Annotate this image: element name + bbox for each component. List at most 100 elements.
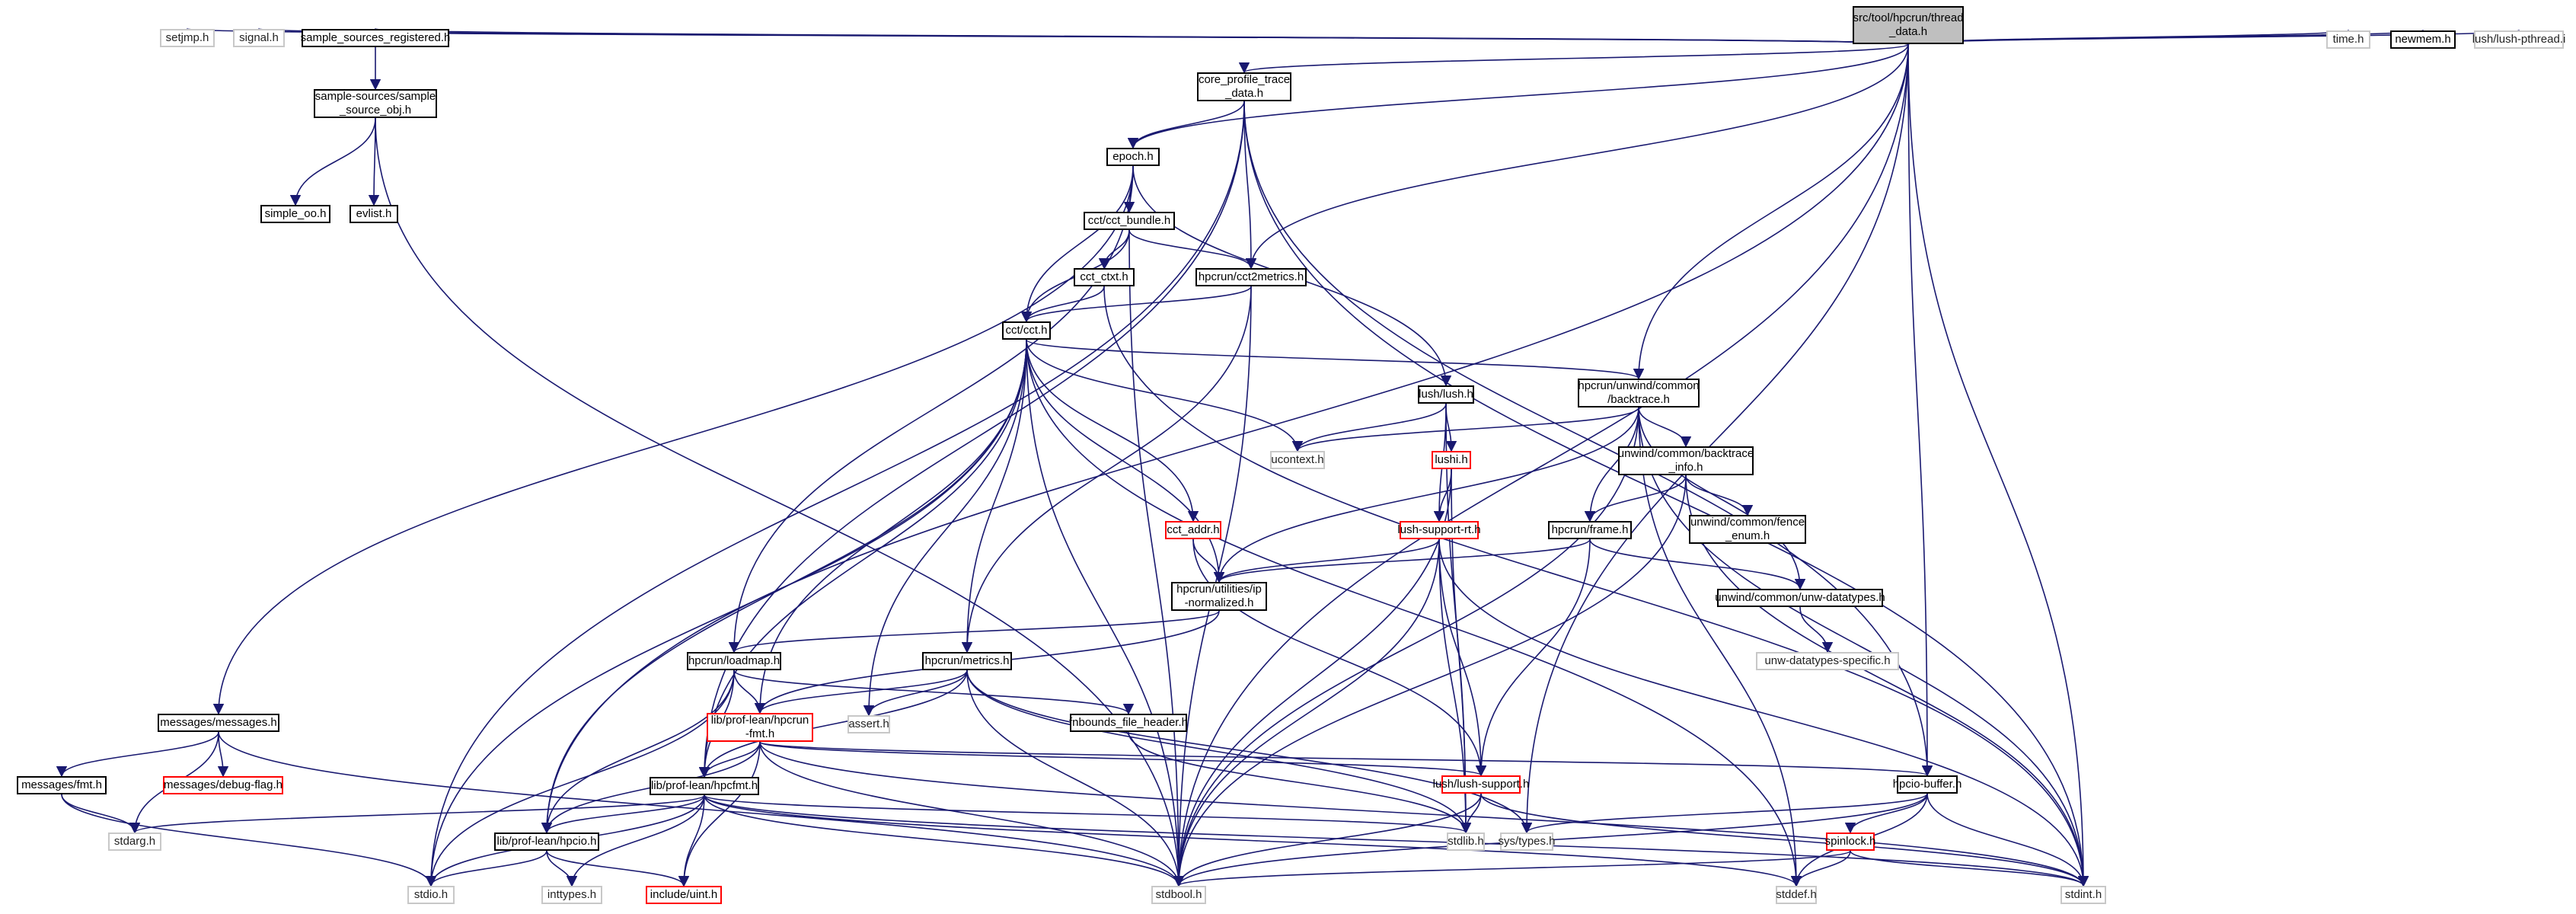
node-setjmp[interactable]: setjmp.h	[160, 29, 215, 47]
node-cct2m[interactable]: hpcrun/cct2metrics.h	[1195, 268, 1307, 286]
node-metrics[interactable]: hpcrun/metrics.h	[922, 652, 1012, 670]
node-hpciobuf[interactable]: hpcio-buffer.h	[1893, 775, 1962, 794]
node-systypes[interactable]: sys/types.h	[1498, 833, 1556, 851]
node-evlist[interactable]: evlist.h	[350, 205, 398, 223]
edge-hpcfmt-to-uint	[678, 794, 705, 887]
node-cct[interactable]: cct/cct.h	[1002, 321, 1051, 340]
node-lushpthread[interactable]: lush/lush-pthread.i	[2472, 30, 2565, 49]
node-spinlock[interactable]: spinlock.h	[1825, 833, 1875, 851]
edge-lushrt-to-stdint	[1438, 538, 2089, 887]
edge-cct-to-stdbool	[1026, 339, 1185, 887]
node-root[interactable]: src/tool/hpcrun/thread _data.h	[1853, 6, 1964, 44]
node-assert[interactable]: assert.h	[847, 715, 890, 733]
node-stdint[interactable]: stdint.h	[2060, 886, 2106, 904]
node-ssreg[interactable]: sample_sources_registered.h	[301, 29, 450, 47]
node-stdio[interactable]: stdio.h	[407, 886, 455, 904]
edge-hpcfmt-to-stddef	[704, 794, 1802, 887]
edge-cct-to-ucontext	[1026, 339, 1304, 452]
edge-hpcfmt-to-stdlib	[704, 794, 1471, 834]
node-frame[interactable]: hpcrun/frame.h	[1548, 521, 1632, 539]
node-stdbool[interactable]: stdbool.h	[1151, 886, 1206, 904]
edge-spinlock-to-stdint	[1850, 850, 2089, 887]
edge-root-to-cptd	[1239, 43, 1909, 74]
node-lushsupport[interactable]: lush/lush-support.h	[1433, 775, 1529, 794]
node-inttypes[interactable]: inttypes.h	[541, 886, 602, 904]
edge-epoch-to-messages	[212, 165, 1134, 715]
node-cctbundle[interactable]: cct/cct_bundle.h	[1084, 212, 1175, 230]
edge-lushsupport-to-stdlib	[1460, 793, 1482, 834]
node-lush[interactable]: lush/lush.h	[1418, 385, 1474, 404]
node-newmem[interactable]: newmem.h	[2390, 30, 2456, 49]
edge-cct-to-backtrace	[1026, 339, 1644, 380]
node-epoch[interactable]: epoch.h	[1106, 148, 1160, 166]
node-stddef[interactable]: stddef.h	[1776, 886, 1817, 904]
edge-metrics-to-hpcfmt	[698, 670, 968, 778]
node-unwdt[interactable]: unwind/common/unw-datatypes.h	[1715, 589, 1885, 607]
edge-lush-to-ucontext	[1291, 403, 1447, 452]
edge-btinfo-to-frame	[1584, 475, 1687, 523]
node-hpcrunfmt[interactable]: lib/prof-lean/hpcrun -fmt.h	[707, 713, 813, 742]
node-cctaddr[interactable]: cct_addr.h	[1165, 521, 1221, 539]
node-loadmap[interactable]: hpcrun/loadmap.h	[687, 652, 781, 670]
edge-cptd-to-stdint	[1243, 101, 2089, 887]
edge-metrics-to-stdlib	[966, 670, 1472, 834]
edge-cptd-to-epoch	[1127, 101, 1245, 149]
node-signal[interactable]: signal.h	[233, 29, 285, 47]
edge-hpciobuf-to-systypes	[1521, 793, 1928, 834]
node-simpleoo[interactable]: simple_oo.h	[260, 205, 330, 223]
edge-cptd-to-stdio	[425, 101, 1245, 887]
edge-root-to-backtrace	[1633, 43, 1909, 380]
node-ssobj[interactable]: sample-sources/sample _source_obj.h	[314, 89, 437, 118]
node-messages[interactable]: messages/messages.h	[158, 714, 279, 732]
node-msgfmt[interactable]: messages/fmt.h	[17, 776, 107, 794]
node-lushrt[interactable]: lush-support-rt.h	[1397, 521, 1481, 539]
edge-metrics-to-stdbool	[966, 670, 1185, 887]
edge-hpcrunfmt-to-uint	[678, 741, 761, 887]
edge-root-to-hpciobuf	[1907, 43, 1933, 777]
edge-lushsupport-to-stdint	[1480, 793, 2089, 887]
node-uint[interactable]: include/uint.h	[646, 886, 722, 904]
edge-cct-to-stdio	[425, 339, 1027, 887]
edge-hpcfmt-to-stdarg	[129, 794, 705, 834]
edge-cct-to-assert	[863, 339, 1027, 717]
node-fence[interactable]: unwind/common/fence _enum.h	[1689, 515, 1806, 544]
node-time[interactable]: time.h	[2326, 30, 2370, 49]
edge-hpcfmt-to-stdint	[704, 794, 2089, 887]
node-stdlib[interactable]: stdlib.h	[1447, 833, 1485, 851]
node-unwspec[interactable]: unw-datatypes-specific.h	[1756, 652, 1899, 670]
edge-cctbundle-to-stdbool	[1128, 229, 1185, 887]
edge-lushsupport-to-stdbool	[1173, 793, 1482, 887]
node-ucontext[interactable]: ucontext.h	[1270, 451, 1325, 469]
edge-root-to-stdbool	[1173, 43, 1909, 887]
edge-ssobj-to-simpleoo	[289, 117, 376, 206]
node-cptd[interactable]: core_profile_trace _data.h	[1197, 72, 1291, 101]
edge-cct-to-cctaddr	[1026, 339, 1199, 523]
edge-backtrace-to-unwdt	[1638, 407, 1806, 590]
node-btinfo[interactable]: unwind/common/backtrace _info.h	[1617, 446, 1754, 475]
edge-root-to-stdint	[1907, 43, 2089, 887]
edge-backtrace-to-stdbool	[1173, 407, 1639, 887]
node-hpcfmt[interactable]: lib/prof-lean/hpcfmt.h	[650, 777, 759, 795]
edge-frame-to-lushsupport	[1475, 538, 1591, 777]
edge-hpcfmt-to-stdbool	[704, 794, 1185, 887]
edge-epoch-to-cct	[1020, 165, 1134, 323]
edge-lushrt-to-ipnorm	[1213, 538, 1440, 583]
edge-cptd-to-cct2m	[1243, 101, 1257, 270]
edge-fnbounds-to-stdlib	[1128, 731, 1472, 834]
node-debugflag[interactable]: messages/debug-flag.h	[163, 776, 283, 794]
edge-hpcio-to-stdio	[425, 850, 547, 887]
edge-hpciobuf-to-spinlock	[1844, 793, 1928, 834]
node-hpcio[interactable]: lib/prof-lean/hpcio.h	[494, 833, 599, 851]
node-cctctxt[interactable]: cct_ctxt.h	[1074, 268, 1135, 286]
edge-metrics-to-systypes	[966, 670, 1533, 834]
node-stdarg[interactable]: stdarg.h	[108, 833, 161, 851]
node-fnbounds[interactable]: fnbounds_file_header.h	[1069, 714, 1188, 732]
node-lushi[interactable]: lushi.h	[1432, 451, 1471, 469]
edge-messages-to-msgfmt	[56, 731, 219, 778]
edge-hpciobuf-to-stdint	[1926, 793, 2089, 887]
node-ipnorm[interactable]: hpcrun/utilities/ip -normalized.h	[1171, 582, 1267, 611]
edge-btinfo-to-stdbool	[1173, 475, 1687, 887]
edge-cctctxt-to-stdint	[1103, 286, 2089, 887]
node-backtrace[interactable]: hpcrun/unwind/common /backtrace.h	[1578, 379, 1700, 407]
